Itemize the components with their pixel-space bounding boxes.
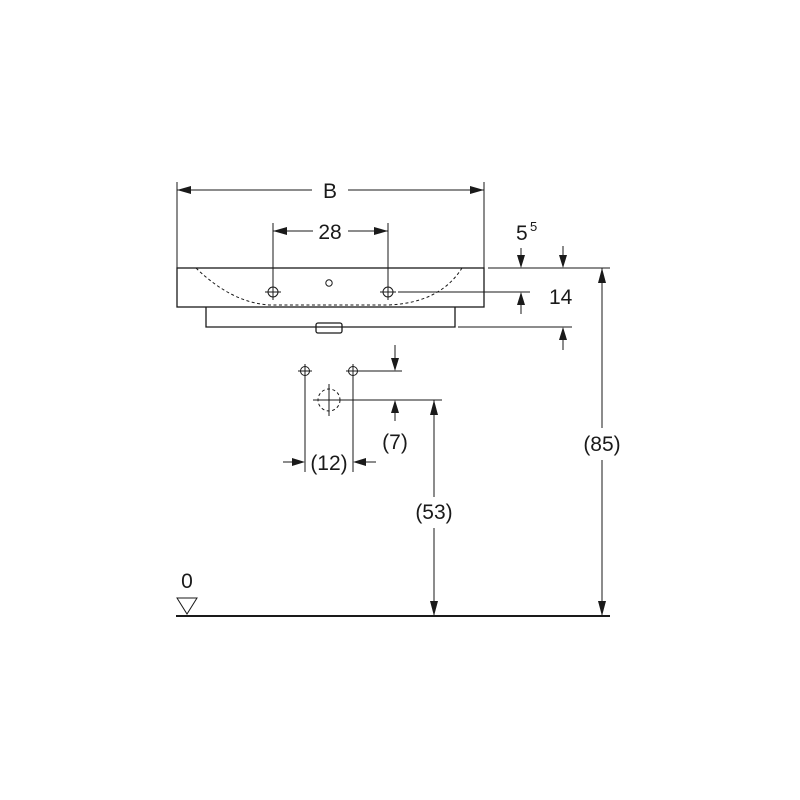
basin-body [176,267,485,334]
floor-level: 0 [176,570,610,617]
dimension-label-drain-height: (53) [415,501,452,524]
dimension-drain-height: (53) [415,400,453,616]
basin-apron-outline [205,307,456,328]
arrowhead [177,186,191,194]
arrowhead [292,458,305,466]
dimension-label-rim-height: (85) [583,433,620,456]
basin-bowl-hidden-line [195,267,463,306]
drain-connection [313,384,345,416]
arrowhead [391,400,399,413]
arrowhead [559,327,567,340]
dimension-supply-spacing: (12) [283,378,376,475]
dimension-label-apron-height: 14 [549,286,573,309]
dimension-width: B [176,180,485,268]
dimension-label-supply-spacing: (12) [310,452,347,475]
dimension-label-drain-offset: (7) [382,431,408,454]
dimension-label-rim-thickness: 5 [516,222,528,245]
arrowhead [559,255,567,268]
arrowhead [470,186,484,194]
dimension-drain-offset: (7) [345,345,442,454]
arrowhead [430,601,438,616]
dimension-label-width: B [323,180,337,203]
arrowhead [598,601,606,616]
dimension-label-rim-thickness-superscript: 5 [530,219,537,234]
supply-connection-left [298,364,312,378]
tap-hole-right [380,284,396,300]
dimension-label-tap-spacing: 28 [318,221,341,244]
arrowhead [598,268,606,283]
arrowhead [374,227,388,235]
dimension-tap-spacing: 28 [272,221,389,284]
basin-rim-outline [176,267,485,308]
drain-outlet [315,322,343,334]
supply-connection-right [346,364,360,378]
arrowhead [353,458,366,466]
arrowhead [517,255,525,268]
arrowhead [273,227,287,235]
arrowhead [517,292,525,305]
arrowhead [430,400,438,415]
overflow-hole [325,279,333,287]
level-marker-icon [176,597,198,615]
dimension-rim-thickness: 5 5 [488,219,610,269]
tap-hole-left [265,284,281,300]
floor-level-label: 0 [181,570,193,593]
dimension-rim-height: (85) [583,268,621,616]
dimension-apron-height: 14 [398,286,573,350]
arrowhead [391,358,399,371]
